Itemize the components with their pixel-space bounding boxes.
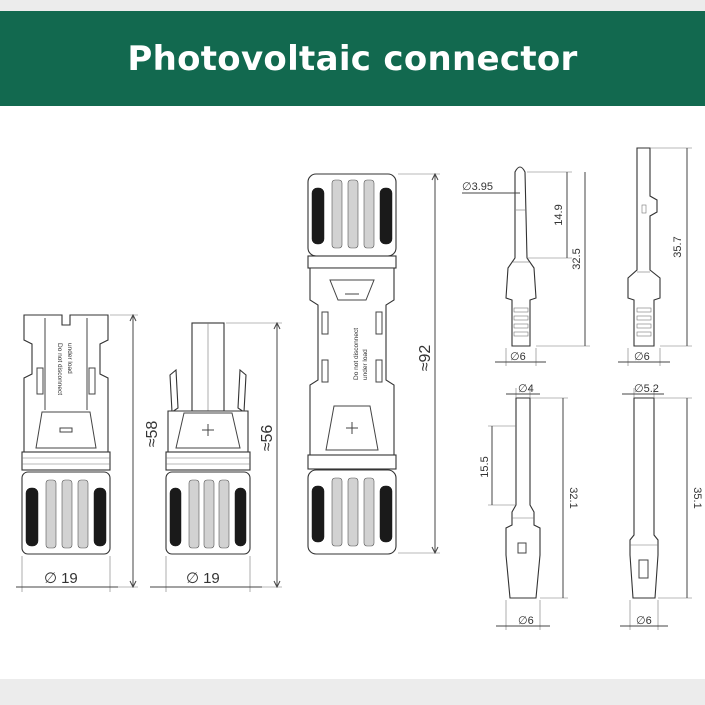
male-pin-length-label: 32.5 (571, 248, 583, 269)
socket-contact-drawing (629, 397, 659, 599)
socket-contact-base-diameter-label: ∅6 (636, 615, 652, 627)
pair-length-label: ≈92 (417, 345, 434, 372)
page-title: Photovoltaic connector (127, 38, 578, 79)
male-length-dimension (226, 321, 282, 589)
pin-contact-drawing (505, 397, 541, 599)
female-socket-drawing (627, 147, 661, 347)
title-banner: Photovoltaic connector (0, 11, 705, 106)
female-length-dimension (110, 313, 138, 589)
warning-text-pair: Do not disconnect (353, 328, 360, 380)
male-pin-base-diameter-label: ∅6 (510, 351, 526, 363)
female-connector-drawing (21, 314, 111, 555)
male-pin-drawing (505, 166, 537, 347)
warning-text-female: Do not disconnect (56, 343, 63, 395)
socket-contact-dimensions (620, 388, 692, 630)
pin-contact-diameter-label: ∅4 (518, 383, 534, 395)
male-pin-tip-diameter-label: ∅3.95 (462, 181, 493, 193)
female-diameter-label: ∅19 (44, 570, 78, 587)
male-diameter-dimension (150, 556, 262, 592)
female-socket-base-diameter-label: ∅6 (634, 351, 650, 363)
warning-text-pair-2: under load (362, 349, 369, 380)
top-strip (0, 0, 705, 11)
male-diameter-label: ∅19 (186, 570, 220, 587)
female-length-label: ≈58 (144, 421, 161, 448)
pin-contact-dimensions (488, 388, 568, 630)
female-socket-length-label: 35.7 (672, 236, 684, 257)
female-socket-dimensions (618, 147, 692, 366)
bottom-strip (0, 679, 705, 705)
pair-length-dimension (398, 172, 440, 555)
female-diameter-dimension (16, 556, 118, 592)
socket-contact-diameter-label: ∅5.2 (634, 383, 659, 395)
pin-contact-tip-length-label: 15.5 (479, 456, 491, 477)
socket-contact-length-label: 35.1 (691, 487, 703, 508)
pin-contact-length-label: 32.1 (567, 487, 579, 508)
male-pin-tip-length-label: 14.9 (553, 204, 565, 225)
mated-pair-drawing (307, 173, 397, 555)
warning-text-female-2: under load (66, 343, 73, 374)
male-pin-dimensions (462, 171, 590, 366)
male-length-label: ≈56 (259, 425, 276, 452)
pin-contact-base-diameter-label: ∅6 (518, 615, 534, 627)
male-connector-drawing (165, 322, 251, 555)
